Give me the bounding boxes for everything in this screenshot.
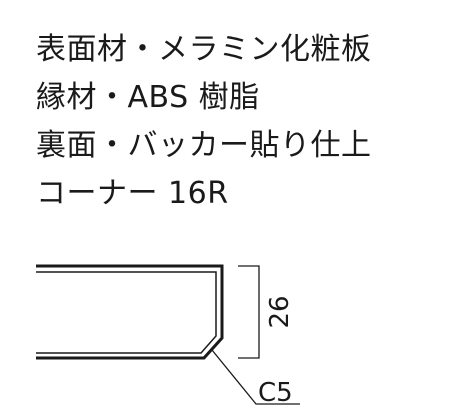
- spec-corner-radius: コーナー 16R: [36, 176, 229, 211]
- board-profile-inner-line: [36, 271, 217, 354]
- spec-edge-material: 縁材・ABS 樹脂: [36, 80, 260, 115]
- board-profile-outline: [36, 264, 224, 360]
- chamfer-label: C5: [258, 378, 293, 408]
- thickness-dimension-label: 26: [265, 295, 295, 328]
- spec-list: 表面材・メラミン化粧板 縁材・ABS 樹脂 裏面・バッカー貼り仕上 コーナー 1…: [36, 26, 372, 218]
- spec-back-finish: 裏面・バッカー貼り仕上: [36, 128, 372, 163]
- spec-surface-material: 表面材・メラミン化粧板: [36, 32, 372, 67]
- chamfer-leader-line: [211, 349, 300, 405]
- thickness-dimension-line: [238, 265, 260, 359]
